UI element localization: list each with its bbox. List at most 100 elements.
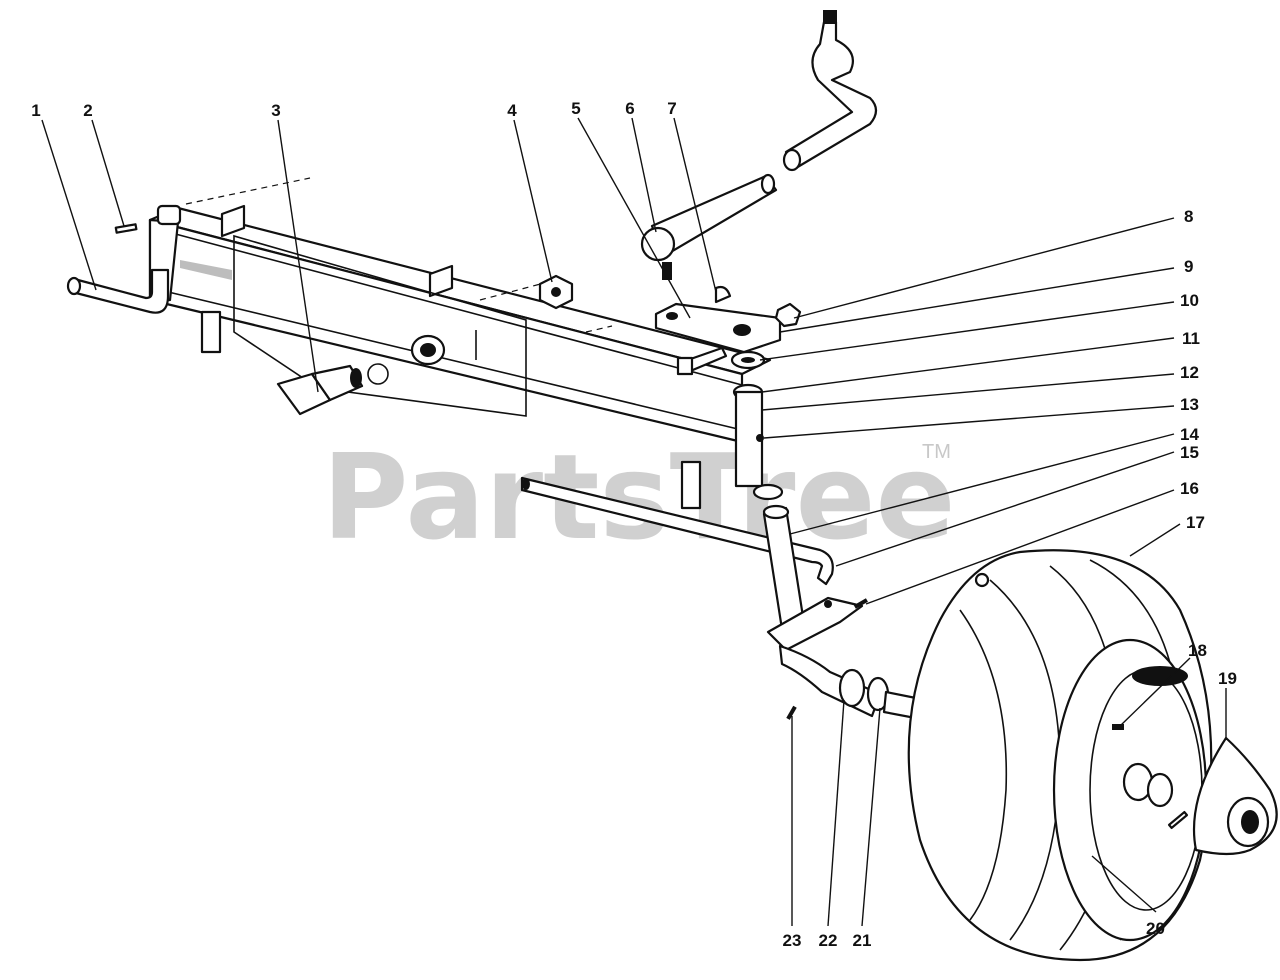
wheel-assembly	[907, 549, 1213, 962]
axle-lower-line	[159, 289, 743, 431]
part-cotter-key	[114, 223, 138, 234]
axle-bracket-right	[428, 264, 454, 298]
part-arm-bolt-head	[676, 356, 694, 376]
part-valve-stem	[974, 572, 990, 588]
leader-lines	[41, 117, 1227, 927]
leader-16	[865, 489, 1175, 605]
spindle-plate-hole	[824, 600, 832, 608]
construction-line-3	[585, 325, 613, 333]
axle-top-bolt	[156, 204, 182, 226]
part-cotter-pin-16	[853, 598, 868, 609]
leader-17	[1129, 523, 1181, 557]
part-bearing-18	[1112, 724, 1124, 730]
part-steering-arm	[654, 302, 782, 354]
pivot-bore-inner	[420, 343, 436, 357]
callout-16: 16	[1180, 479, 1199, 498]
pin-body	[70, 268, 170, 314]
construction-line-2	[479, 281, 549, 301]
leader-14	[789, 433, 1175, 535]
part-nut	[538, 274, 574, 310]
steering-shaft-body	[784, 20, 878, 170]
part-arm-nut	[774, 302, 802, 328]
part-cotter-pin-23	[786, 705, 797, 720]
watermark-text: PartsTree	[322, 428, 956, 566]
callout-13: 13	[1180, 395, 1199, 414]
spindle-stack	[730, 350, 784, 501]
axle-skirt	[233, 234, 527, 417]
part-grease-fitting	[756, 434, 764, 442]
leader-3	[277, 119, 319, 393]
tire-tread-ridge-4	[959, 609, 1008, 921]
callout-19: 19	[1218, 669, 1237, 688]
axle-bracket-left	[220, 204, 246, 238]
pivot-bolt-thread	[350, 368, 362, 388]
leader-22	[827, 699, 845, 927]
steering-shaft	[782, 10, 878, 172]
front-axle-beam	[148, 177, 772, 510]
pivot-bolt-shank	[310, 364, 364, 402]
leader-5	[577, 117, 691, 319]
leader-2	[91, 119, 125, 227]
part-woodruff-key	[714, 285, 732, 304]
part-pin	[66, 268, 170, 314]
tie-rod	[520, 476, 834, 586]
callout-3: 3	[271, 101, 280, 120]
leader-1	[41, 119, 97, 291]
steering-arm-hole-1	[666, 312, 678, 320]
callout-8: 8	[1184, 207, 1193, 226]
watermark-trademark: TM	[922, 441, 951, 463]
leader-8	[793, 217, 1175, 319]
callout-7: 7	[667, 99, 676, 118]
steering-shaft-thread	[823, 10, 837, 24]
part-hub-cap	[1167, 736, 1278, 856]
part-bushing-bottom	[752, 483, 784, 501]
part-hub-cap-clip	[1167, 810, 1189, 830]
part-pivot-bolt	[276, 364, 364, 416]
steering-arm-body	[654, 302, 782, 354]
leader-15	[835, 451, 1175, 567]
nut-hole	[551, 287, 561, 297]
callout-5: 5	[571, 99, 580, 118]
drag-link-end	[760, 173, 776, 195]
axle-spacer-left	[200, 310, 222, 354]
callout-15: 15	[1180, 443, 1199, 462]
part-washer-top-hole	[741, 357, 755, 363]
leader-12	[761, 373, 1175, 411]
steering-arm-hole-2	[733, 324, 751, 336]
callout-20: 20	[1146, 919, 1165, 938]
pin-end	[66, 276, 82, 296]
callout-17: 17	[1186, 513, 1205, 532]
wheel-hub-bearing	[1146, 772, 1174, 808]
callout-12: 12	[1180, 363, 1199, 382]
leader-20	[1091, 855, 1157, 913]
callout-14: 14	[1180, 425, 1199, 444]
callout-21: 21	[853, 931, 872, 950]
construction-line-1	[185, 177, 311, 205]
leader-9	[779, 267, 1175, 333]
callout-2: 2	[83, 101, 92, 120]
axle-spacer-right	[680, 460, 702, 510]
callout-labels: 1 2 3 4 5 6 7 8 9 10 11 12 13 14 15 16 1…	[31, 99, 1237, 950]
callout-6: 6	[625, 99, 634, 118]
ball-joint-stud	[662, 262, 672, 280]
part-stub-washer	[838, 668, 866, 708]
leader-4	[513, 119, 553, 283]
leader-7	[673, 117, 717, 293]
callout-4: 4	[507, 101, 517, 120]
callout-9: 9	[1184, 257, 1193, 276]
callout-1: 1	[31, 101, 40, 120]
leader-18	[1119, 657, 1191, 727]
callout-22: 22	[819, 931, 838, 950]
axle-shadow	[180, 260, 232, 280]
spindle	[762, 504, 932, 722]
leader-10	[759, 301, 1175, 361]
callout-23: 23	[783, 931, 802, 950]
watermark: PartsTree TM	[322, 428, 956, 566]
ball-joint-socket	[640, 226, 676, 262]
callout-18: 18	[1188, 641, 1207, 660]
leader-6	[631, 117, 657, 233]
wheel-rim-slot-top	[1132, 666, 1188, 686]
callout-10: 10	[1180, 291, 1199, 310]
axle-channel-line	[167, 231, 743, 386]
